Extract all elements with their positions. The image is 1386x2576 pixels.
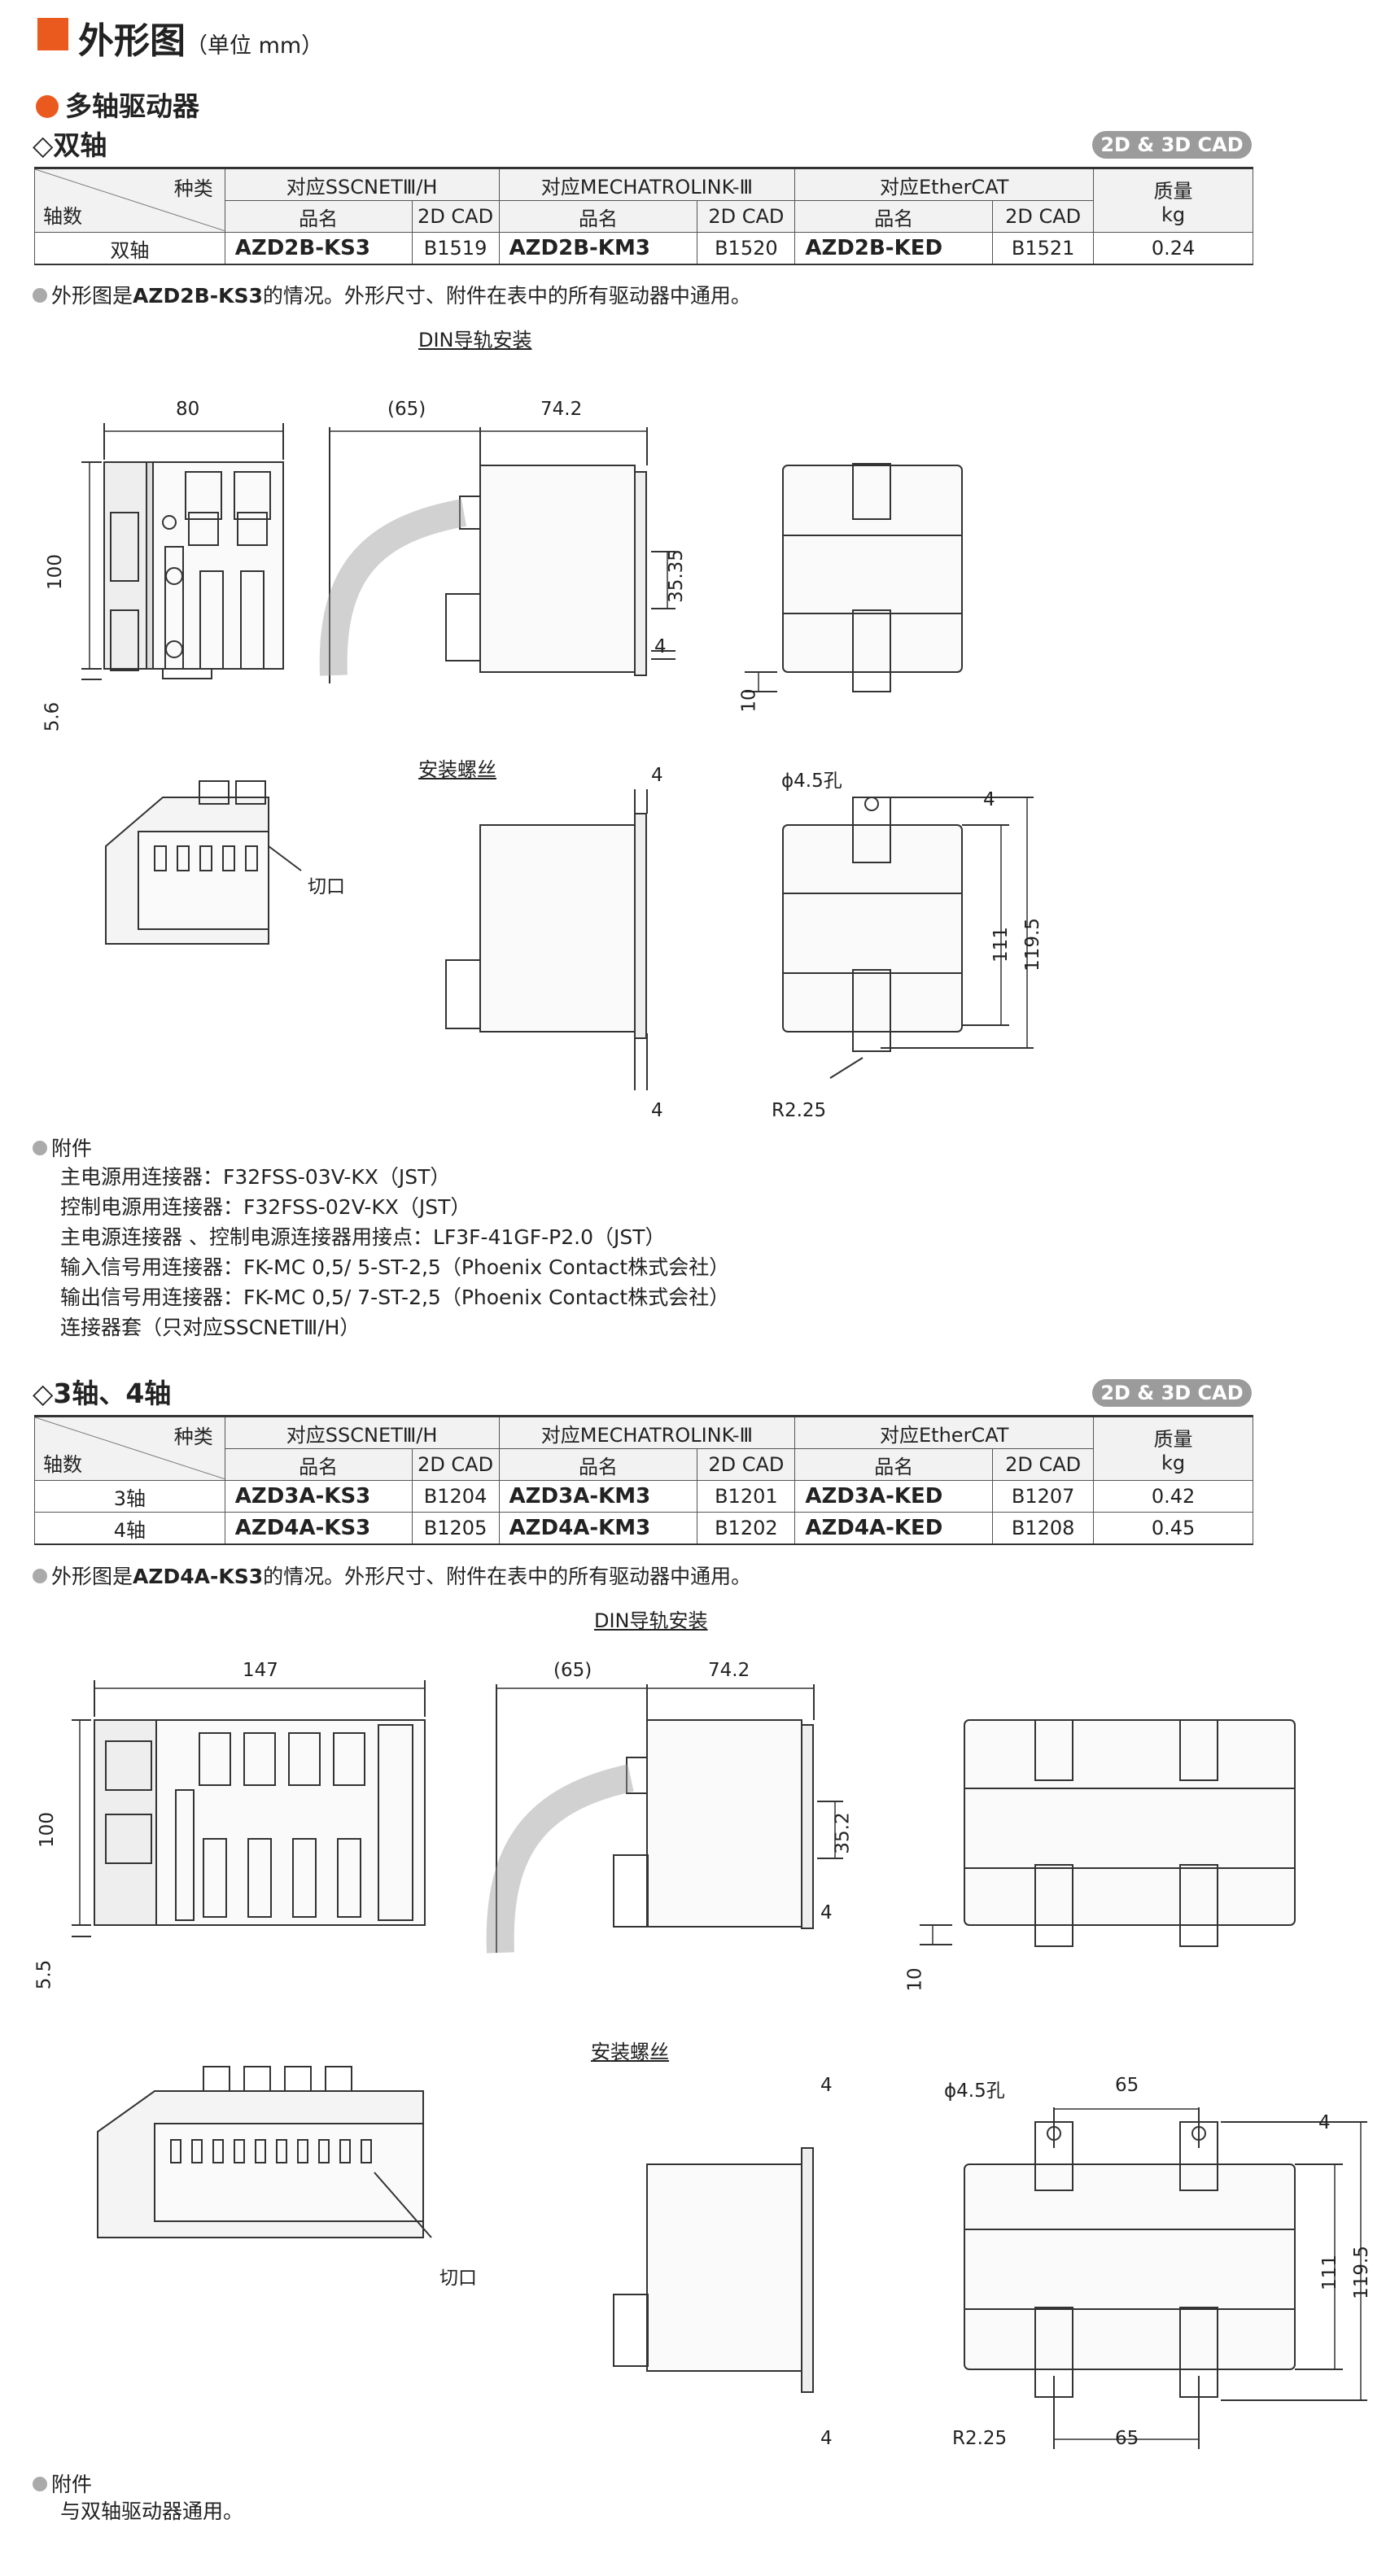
cad-badge-2[interactable]: 2D & 3D CAD — [1092, 1379, 1252, 1407]
figure-note: 外形图是AZD2B-KS3的情况。外形尺寸、附件在表中的所有驱动器中通用。 — [33, 280, 751, 309]
accessories-title: 附件 — [33, 1133, 92, 1162]
dim-4-side: 4 — [983, 789, 995, 810]
group-ethercat: 对应EtherCAT — [794, 168, 1095, 201]
bullet-icon — [33, 288, 47, 303]
spec-table-two-axis: 种类 轴数 对应SSCNETⅢ/H 对应MECHATROLINK-Ⅲ 对应Eth… — [34, 167, 1253, 265]
cad-link[interactable]: B1521 — [992, 232, 1095, 265]
subtitle-three-four-axis: ◇3轴、4轴 — [33, 1378, 172, 1409]
dim-foot-2: 5.5 — [33, 1959, 55, 1990]
dim-rail-2: 35.2 — [832, 1812, 854, 1854]
table-corner: 种类 轴数 — [34, 1416, 225, 1481]
bullet-icon — [33, 1141, 47, 1155]
dim-foot: 5.6 — [42, 701, 63, 732]
cad-link[interactable]: B1202 — [697, 1512, 796, 1545]
two-axis-drawings — [81, 423, 1034, 1090]
dim-width: 80 — [176, 399, 200, 420]
dim-depth-2: 74.2 — [708, 1660, 750, 1681]
dim-119-5: 119.5 — [1021, 918, 1043, 971]
cutout-label-2: 切口 — [439, 2268, 477, 2289]
dim-4: 4 — [654, 636, 667, 657]
dim-cable: (65) — [387, 399, 426, 420]
dim-hole: ϕ4.5孔 — [781, 771, 842, 792]
cad-link[interactable]: B1205 — [411, 1512, 500, 1545]
table-row: 4轴 AZD4A-KS3 B1205 AZD4A-KM3 B1202 AZD4A… — [34, 1512, 1253, 1545]
cad-link[interactable]: B1204 — [411, 1480, 500, 1513]
cad-link[interactable]: B1207 — [992, 1480, 1095, 1513]
title-marker — [37, 18, 68, 50]
table-row: 3轴 AZD3A-KS3 B1204 AZD3A-KM3 B1201 AZD3A… — [34, 1480, 1253, 1513]
figure-note-2: 外形图是AZD4A-KS3的情况。外形尺寸、附件在表中的所有驱动器中通用。 — [33, 1561, 751, 1590]
bullet-icon — [33, 1569, 47, 1583]
dim-4-2: 4 — [820, 1902, 833, 1923]
dim-rail: 35.35 — [665, 549, 687, 603]
table-corner: 种类 轴数 — [34, 168, 225, 233]
section-title: 多轴驱动器 — [36, 85, 199, 124]
dim-4-bottom-2: 4 — [820, 2428, 833, 2449]
cutout-label: 切口 — [308, 876, 345, 897]
orange-dot-icon — [36, 95, 59, 118]
dim-radius-2: R2.25 — [952, 2428, 1008, 2449]
bullet-icon — [33, 2477, 47, 2491]
cad-link[interactable]: B1520 — [697, 232, 796, 265]
cad-link[interactable]: B1519 — [411, 232, 500, 265]
spec-table-three-four-axis: 种类 轴数 对应SSCNETⅢ/H 对应MECHATROLINK-Ⅲ 对应Eth… — [34, 1415, 1253, 1545]
dim-pitch-top: 65 — [1115, 2075, 1139, 2096]
dim-10-2: 10 — [904, 1967, 926, 1992]
accessories-list: 主电源用连接器：F32FSS-03V-KX（JST） 控制电源用连接器：F32F… — [60, 1165, 730, 1339]
dim-pitch-bottom: 65 — [1115, 2428, 1139, 2449]
page-title: 外形图（单位 mm） — [78, 20, 324, 62]
screw-label: 安装螺丝 — [418, 758, 496, 781]
dim-4-top-2: 4 — [820, 2075, 833, 2096]
dim-4-side-2: 4 — [1318, 2112, 1331, 2133]
dim-hole-2: ϕ4.5孔 — [944, 2080, 1005, 2102]
cad-badge[interactable]: 2D & 3D CAD — [1092, 131, 1252, 159]
accessories-title-2: 附件 — [33, 2469, 92, 2498]
table-row: 双轴 AZD2B-KS3 B1519 AZD2B-KM3 B1520 AZD2B… — [34, 232, 1253, 265]
dim-4-top: 4 — [651, 765, 663, 786]
dim-111: 111 — [990, 927, 1012, 963]
dim-height-2: 100 — [36, 1812, 58, 1848]
dim-4-bottom: 4 — [651, 1100, 663, 1121]
dim-119-5-2: 119.5 — [1350, 2246, 1372, 2299]
dim-radius: R2.25 — [772, 1100, 827, 1121]
screw-label-2: 安装螺丝 — [591, 2041, 669, 2063]
subtitle-two-axis: ◇双轴 — [33, 129, 107, 161]
dim-height: 100 — [44, 554, 66, 590]
din-rail-label-2: DIN导轨安装 — [594, 1609, 708, 1632]
dim-111-2: 111 — [1318, 2255, 1340, 2290]
cad-link[interactable]: B1201 — [697, 1480, 796, 1513]
cad-link[interactable]: B1208 — [992, 1512, 1095, 1545]
dim-cable-2: (65) — [553, 1660, 592, 1681]
accessories-common: 与双轴驱动器通用。 — [60, 2500, 244, 2523]
din-rail-label: DIN导轨安装 — [418, 329, 532, 351]
group-sscnet: 对应SSCNETⅢ/H — [224, 168, 500, 201]
dim-10: 10 — [738, 688, 760, 713]
dim-depth: 74.2 — [540, 399, 583, 420]
dim-width-2: 147 — [243, 1660, 278, 1681]
three-four-axis-drawings — [72, 1680, 1367, 2449]
group-mechatrolink: 对应MECHATROLINK-Ⅲ — [498, 168, 796, 201]
